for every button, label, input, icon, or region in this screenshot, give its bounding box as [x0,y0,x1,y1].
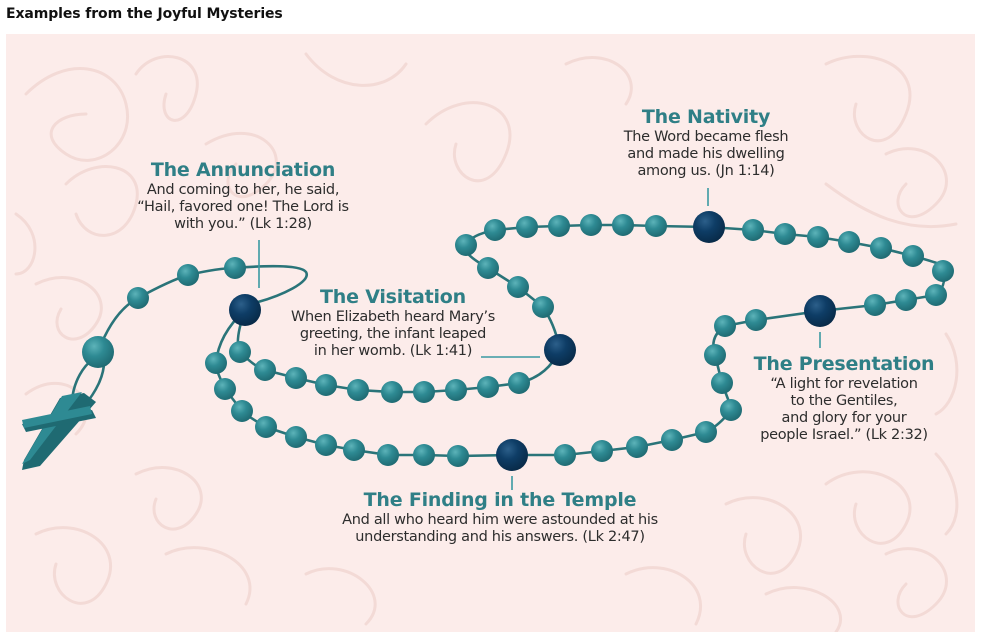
rosary-bead-icon [661,429,683,451]
rosary-bead-icon [807,226,829,248]
rosary-bead-icon [711,372,733,394]
rosary-bead-icon [838,231,860,253]
rosary-bead-icon [516,216,538,238]
rosary-bead-icon [343,439,365,461]
page-title: Examples from the Joyful Mysteries [6,6,283,22]
annunciation-label: The Annunciation And coming to her, he s… [108,158,378,233]
presentation-mystery-bead-icon [804,295,836,327]
rosary-bead-icon [745,309,767,331]
finding-title: The Finding in the Temple [363,489,637,511]
rosary-bead-icon [554,444,576,466]
rosary-bead-icon [285,367,307,389]
rosary-bead-icon [484,219,506,241]
rosary-bead-icon [548,215,570,237]
rosary-bead-icon [255,416,277,438]
rosary-bead-icon [377,444,399,466]
floral-pattern-background [14,52,959,632]
rosary-bead-icon [870,237,892,259]
rosary-bead-icon [445,379,467,401]
rosary-bead-icon [231,400,253,422]
rosary-bead-icon [508,372,530,394]
annunciation-verse: And coming to her, he said, “Hail, favor… [137,182,349,232]
rosary-bead-icon [925,284,947,306]
rosary-bead-icon [254,359,276,381]
rosary-bead-icon [645,215,667,237]
presentation-title: The Presentation [753,353,935,375]
nativity-mystery-bead-icon [693,211,725,243]
rosary-bead-icon [742,219,764,241]
rosary-bead-icon [455,234,477,256]
rosary-bead-icon [714,315,736,337]
rosary-bead-icon [381,381,403,403]
rosary-bead-icon [532,296,554,318]
callout-lines [258,188,821,490]
rosary-beads [82,214,954,467]
visitation-label: The Visitation When Elizabeth heard Mary… [258,285,528,360]
rosary-bead-icon [507,276,529,298]
rosary-bead-icon [285,426,307,448]
rosary-bead-icon [864,294,886,316]
nativity-verse: The Word became flesh and made his dwell… [623,129,789,179]
rosary-bead-icon [82,336,114,368]
rosary-bead-icon [347,379,369,401]
presentation-label: The Presentation “A light for revelation… [734,352,954,444]
rosary-bead-icon [932,260,954,282]
rosary-bead-icon [177,264,199,286]
rosary-bead-icon [413,444,435,466]
rosary-bead-icon [612,214,634,236]
rosary-bead-icon [315,434,337,456]
annunciation-title: The Annunciation [150,159,336,181]
visitation-title: The Visitation [320,286,466,308]
mystery-beads [229,211,836,471]
rosary-diagram [22,188,954,490]
nativity-label: The Nativity The Word became flesh and m… [581,105,831,180]
rosary-bead-icon [477,376,499,398]
visitation-mystery-bead-icon [544,334,576,366]
crucifix-icon [22,392,96,470]
rosary-bead-icon [720,399,742,421]
rosary-bead-icon [626,436,648,458]
rosary-bead-icon [413,381,435,403]
presentation-verse: “A light for revelation to the Gentiles,… [760,376,928,443]
rosary-bead-icon [127,287,149,309]
visitation-verse: When Elizabeth heard Mary’s greeting, th… [290,309,496,359]
rosary-bead-icon [895,289,917,311]
rosary-bead-icon [214,378,236,400]
rosary-bead-icon [477,257,499,279]
rosary-bead-icon [229,341,251,363]
rosary-bead-icon [695,421,717,443]
rosary-bead-icon [591,440,613,462]
rosary-bead-icon [774,223,796,245]
rosary-bead-icon [315,374,337,396]
finding-mystery-bead-icon [496,439,528,471]
finding-label: The Finding in the Temple And all who he… [300,488,700,546]
nativity-title: The Nativity [641,106,771,128]
finding-verse: And all who heard him were astounded at … [342,512,658,545]
rosary-bead-icon [902,245,924,267]
rosary-bead-icon [205,352,227,374]
rosary-bead-icon [224,257,246,279]
rosary-illustration: The Annunciation And coming to her, he s… [6,34,975,632]
rosary-bead-icon [704,344,726,366]
annunciation-mystery-bead-icon [229,294,261,326]
rosary-bead-icon [447,445,469,467]
rosary-bead-icon [580,214,602,236]
